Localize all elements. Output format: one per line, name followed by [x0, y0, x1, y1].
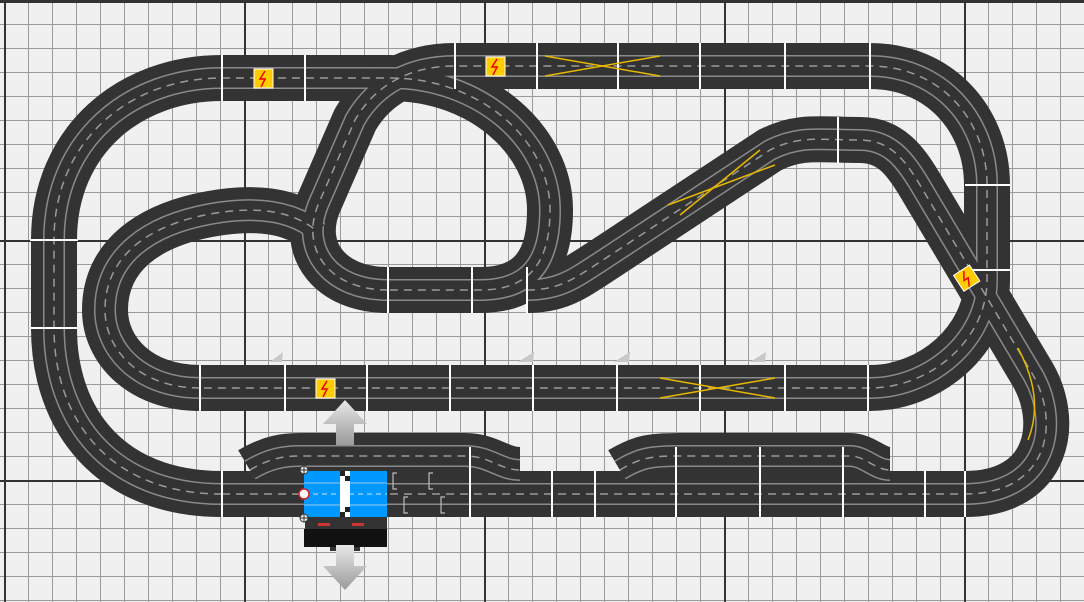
- connection-point-icon[interactable]: [298, 488, 310, 500]
- rotate-handle-icon[interactable]: [299, 465, 309, 523]
- start-finish-piece[interactable]: [304, 471, 387, 551]
- power-supply-icon[interactable]: [315, 378, 336, 399]
- support-marker: [270, 352, 766, 362]
- top-border: [0, 0, 1084, 3]
- piece-separators: [30, 43, 1010, 517]
- move-up-arrow-icon[interactable]: [323, 400, 367, 445]
- power-supply-icon[interactable]: [952, 264, 981, 292]
- pit-lane-markers: [392, 472, 445, 514]
- power-supply-icon[interactable]: [485, 56, 506, 77]
- lane-change-marking: [544, 55, 1036, 441]
- move-down-arrow-icon[interactable]: [323, 545, 367, 590]
- power-supply-icon[interactable]: [253, 68, 274, 89]
- checkered-flag-icon: [340, 471, 350, 517]
